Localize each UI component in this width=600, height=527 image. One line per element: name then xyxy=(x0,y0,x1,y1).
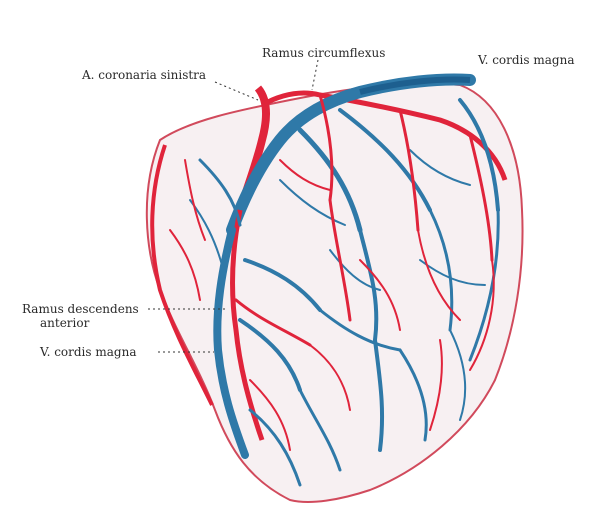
label-ramus-descendens-anterior: anterior xyxy=(40,316,90,330)
label-v-cordis-magna-top: V. cordis magna xyxy=(478,53,575,67)
circumflex-artery xyxy=(260,90,508,181)
artery-branches xyxy=(169,93,495,451)
leader-ramus-circumflexus xyxy=(311,59,319,91)
anterior-descending-artery xyxy=(230,209,265,441)
label-leaders xyxy=(148,59,319,353)
label-v-cordis-magna-side: V. cordis magna xyxy=(40,345,137,359)
left-border-artery xyxy=(150,144,214,406)
great-cardiac-vein-lumen xyxy=(359,76,471,95)
label-ramus-circumflexus: Ramus circumflexus xyxy=(262,46,386,60)
great-cardiac-vein-descending xyxy=(213,226,249,459)
vein-branches xyxy=(189,98,500,487)
leader-a-coronaria-sinistra xyxy=(214,81,259,101)
label-a-coronaria-sinistra: A. coronaria sinistra xyxy=(82,68,207,82)
heart-outline xyxy=(145,82,524,503)
label-ramus-descendens: Ramus descendens xyxy=(22,302,139,316)
